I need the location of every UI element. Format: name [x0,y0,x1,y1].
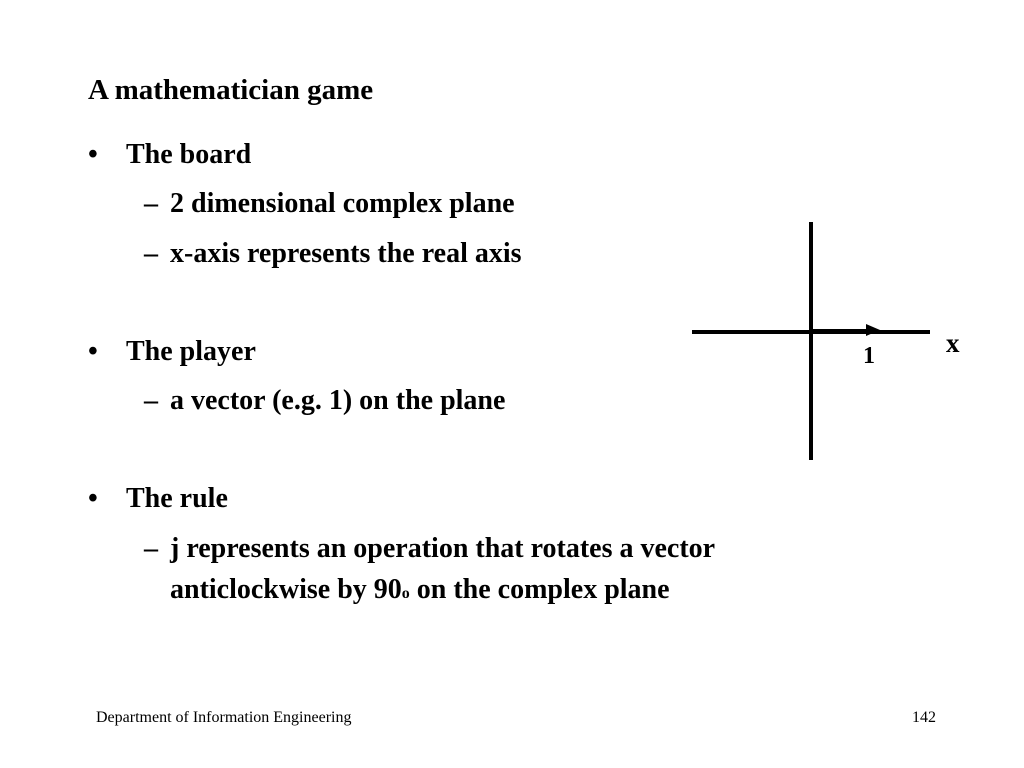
sub-marker: – [144,533,158,564]
unit-label: 1 [863,343,875,369]
rule-text-after: on the complex plane [409,574,670,605]
sub-item-text: a vector (e.g. 1) on the plane [170,385,506,416]
bullet-heading: The rule [126,483,228,514]
bullet-marker: • [88,336,98,367]
sub-marker: – [144,238,158,269]
sub-marker: – [144,188,158,219]
sub-marker: – [144,385,158,416]
rule-text-before: anticlockwise by 90 [170,574,402,605]
bullet-list: • The board – 2 dimensional complex plan… [88,0,988,700]
x-axis-label: x [946,328,960,358]
bullet-heading: The board [126,139,252,170]
footer-department: Department of Information Engineering [96,709,352,726]
sub-item-text: j represents an operation that rotates a… [170,533,716,564]
bullet-marker: • [88,483,98,514]
sub-item-text: 2 dimensional complex plane [170,188,515,219]
bullet-marker: • [88,139,98,170]
page-number: 142 [912,709,936,726]
sub-item-text-continued: anticlockwise by 90o on the complex plan… [170,570,670,610]
sub-item-text: x-axis represents the real axis [170,238,522,269]
slide-title: A mathematician game [88,74,374,106]
bullet-heading: The player [126,336,256,367]
degree-superscript: o [401,585,410,602]
